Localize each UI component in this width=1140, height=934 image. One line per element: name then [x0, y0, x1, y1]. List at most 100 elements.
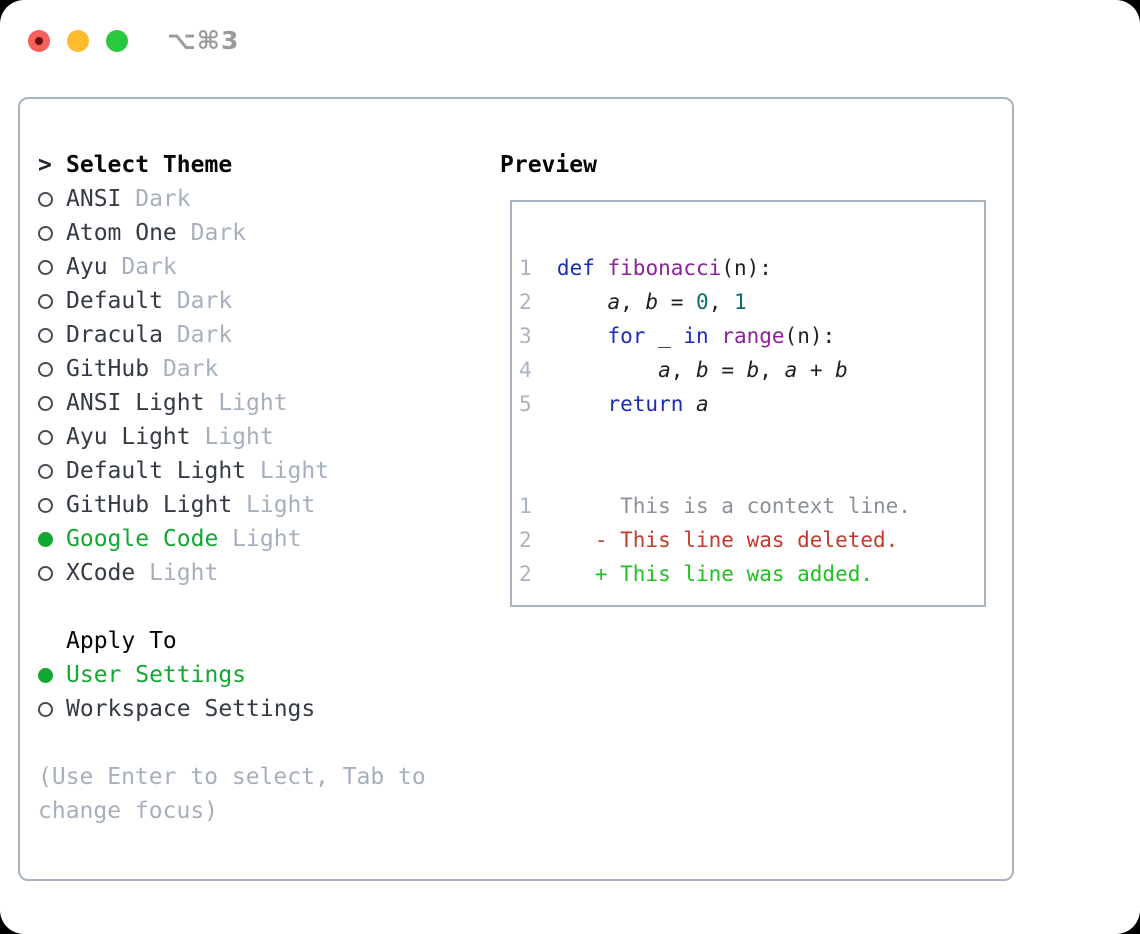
radio-icon	[38, 429, 53, 445]
code-content: a, b = b, a + b	[658, 358, 848, 382]
theme-variant: Dark	[107, 254, 177, 280]
code-line: 4 a, b = b, a + b	[519, 353, 984, 387]
line-number: 1	[519, 494, 532, 518]
theme-option[interactable]: Ayu Dark	[38, 250, 426, 284]
theme-variant: Dark	[121, 186, 191, 212]
diff-content: This is a context line.	[556, 494, 911, 518]
code-line: 2 a, b = 0, 1	[519, 285, 984, 319]
theme-variant: Light	[135, 560, 219, 586]
picker-title: Select Theme	[66, 152, 233, 178]
theme-name: Dracula	[66, 322, 163, 348]
diff-content: - This line was deleted.	[556, 528, 899, 552]
theme-option[interactable]: Ayu Light Light	[38, 420, 426, 454]
theme-name: Google Code	[66, 526, 219, 552]
diff-line-added: 2 + This line was added.	[519, 557, 984, 591]
diff-content: + This line was added.	[556, 562, 873, 586]
line-number: 1	[519, 256, 532, 280]
theme-option[interactable]: ANSI Light Light	[38, 386, 426, 420]
radio-icon	[38, 361, 53, 377]
radio-icon	[38, 225, 53, 241]
close-button[interactable]	[28, 29, 50, 52]
apply-to-option-label: User Settings	[66, 662, 247, 688]
hint-line-2: change focus)	[38, 798, 219, 824]
theme-variant: Dark	[162, 288, 233, 314]
radio-icon	[38, 327, 53, 343]
code-line: 5 return a	[519, 387, 984, 421]
theme-variant: Light	[218, 526, 302, 552]
theme-variant: Dark	[176, 220, 247, 246]
radio-selected-icon	[38, 667, 53, 683]
apply-to-option[interactable]: User Settings	[38, 658, 426, 692]
theme-variant: Dark	[149, 356, 219, 382]
theme-name: GitHub Light	[66, 492, 233, 518]
theme-name: ANSI Light	[66, 390, 205, 416]
radio-icon	[38, 701, 53, 717]
minimize-button[interactable]	[67, 29, 89, 52]
theme-option[interactable]: Default Dark	[38, 284, 426, 318]
apply-to-header-row: Apply To	[38, 624, 426, 658]
prompt-caret: >	[38, 152, 52, 178]
theme-option[interactable]: Default Light Light	[38, 454, 426, 488]
line-number: 5	[519, 392, 532, 416]
spacer	[519, 421, 984, 489]
radio-icon	[38, 191, 53, 207]
theme-name: Ayu Light	[66, 424, 191, 450]
theme-option[interactable]: ANSI Dark	[38, 182, 426, 216]
picker-header-row: > Select Theme	[38, 148, 426, 182]
hint-line-1: (Use Enter to select, Tab to	[38, 764, 426, 790]
apply-to-title: Apply To	[66, 628, 177, 654]
theme-variant: Dark	[162, 322, 233, 348]
line-number: 4	[519, 358, 532, 382]
theme-name: Default	[66, 288, 163, 314]
spacer	[38, 590, 426, 624]
theme-name: Default Light	[66, 458, 247, 484]
theme-variant: Light	[204, 390, 288, 416]
code-content: return a	[607, 392, 709, 416]
theme-variant: Light	[246, 458, 330, 484]
diff-line-context: 1 This is a context line.	[519, 489, 984, 523]
theme-variant: Light	[232, 492, 316, 518]
radio-icon	[38, 259, 53, 275]
code-line: 1 def fibonacci(n):	[519, 251, 984, 285]
radio-selected-icon	[38, 531, 53, 547]
titlebar: ⌥⌘3	[28, 26, 239, 55]
theme-name: ANSI	[66, 186, 122, 212]
theme-option[interactable]: Dracula Dark	[38, 318, 426, 352]
theme-option[interactable]: Google Code Light	[38, 522, 426, 556]
line-number: 2	[519, 290, 532, 314]
radio-icon	[38, 463, 53, 479]
code-content: for _ in range(n):	[607, 324, 836, 348]
radio-icon	[38, 565, 53, 581]
apply-to-option[interactable]: Workspace Settings	[38, 692, 426, 726]
diff-preview: 1 This is a context line.2 - This line w…	[519, 489, 984, 591]
theme-option[interactable]: GitHub Light Light	[38, 488, 426, 522]
apply-to-option-label: Workspace Settings	[66, 696, 316, 722]
code-content: a, b = 0, 1	[607, 290, 747, 314]
code-line: 3 for _ in range(n):	[519, 319, 984, 353]
tui-panel	[18, 97, 1014, 881]
theme-name: XCode	[66, 560, 136, 586]
theme-option[interactable]: GitHub Dark	[38, 352, 426, 386]
theme-option[interactable]: XCode Light	[38, 556, 426, 590]
theme-name: Atom One	[66, 220, 177, 246]
zoom-button[interactable]	[106, 29, 128, 52]
line-number: 2	[519, 528, 532, 552]
radio-icon	[38, 395, 53, 411]
line-number: 2	[519, 562, 532, 586]
radio-icon	[38, 293, 53, 309]
theme-option[interactable]: Atom One Dark	[38, 216, 426, 250]
theme-variant: Light	[190, 424, 274, 450]
spacer	[38, 726, 426, 760]
code-content: def fibonacci(n):	[556, 256, 772, 280]
diff-line-deleted: 2 - This line was deleted.	[519, 523, 984, 557]
unsaved-dot-icon	[35, 36, 43, 45]
line-number: 3	[519, 324, 532, 348]
window-shortcut-label: ⌥⌘3	[167, 26, 240, 55]
radio-icon	[38, 497, 53, 513]
